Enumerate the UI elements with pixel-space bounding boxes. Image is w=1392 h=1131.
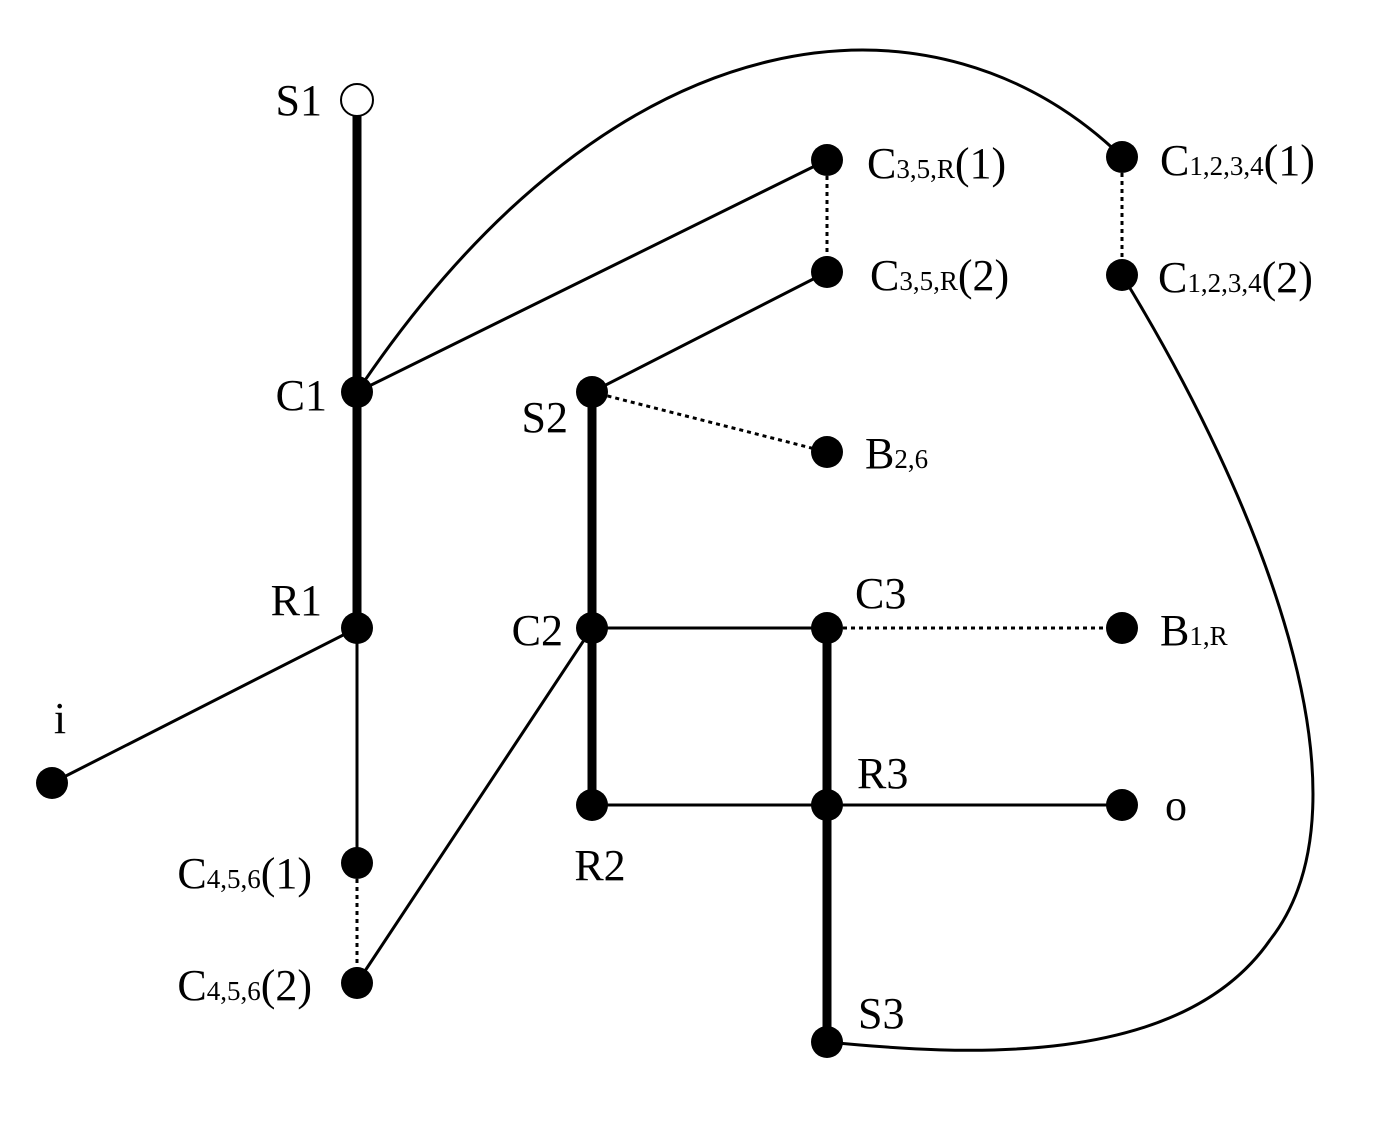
- edge-C1234_2-S3: [825, 273, 1315, 1052]
- edge-C1-C35R_1: [355, 158, 829, 394]
- label-C3: C3: [855, 569, 906, 618]
- label-S3: S3: [858, 989, 904, 1038]
- node-i: [36, 767, 68, 799]
- node-C35R_2: [811, 256, 843, 288]
- label-o: o: [1165, 781, 1187, 830]
- label-C1234_2: C1,2,3,4(2): [1158, 253, 1313, 302]
- label-i: i: [54, 694, 66, 743]
- edge-C2-C456_2: [355, 626, 594, 985]
- node-C456_1: [341, 847, 373, 879]
- node-C2: [576, 612, 608, 644]
- node-C1234_1: [1106, 141, 1138, 173]
- label-C1: C1: [276, 371, 327, 420]
- node-C35R_1: [811, 144, 843, 176]
- node-R3: [811, 789, 843, 821]
- node-R1: [341, 612, 373, 644]
- node-B26: [811, 436, 843, 468]
- label-B26: B2,6: [865, 429, 928, 478]
- label-C35R_2: C3,5,R(2): [870, 251, 1009, 300]
- node-C1: [341, 376, 373, 408]
- edge-layer: [50, 48, 1315, 1052]
- node-C1234_2: [1106, 259, 1138, 291]
- edge-S2-B26: [591, 390, 828, 454]
- node-S3: [811, 1026, 843, 1058]
- label-C456_1: C4,5,6(1): [177, 849, 312, 898]
- node-R2: [576, 789, 608, 821]
- node-S2: [576, 376, 608, 408]
- label-B1R: B1,R: [1160, 606, 1228, 655]
- label-S1: S1: [276, 76, 322, 125]
- label-S2: S2: [522, 393, 568, 442]
- node-S1: [340, 83, 374, 117]
- label-C2: C2: [512, 606, 563, 655]
- node-o: [1106, 789, 1138, 821]
- node-C456_2: [341, 967, 373, 999]
- node-B1R: [1106, 612, 1138, 644]
- node-layer: [36, 83, 1138, 1058]
- label-R1: R1: [271, 576, 322, 625]
- edge-R1-i: [50, 626, 359, 785]
- label-R3: R3: [857, 749, 908, 798]
- label-C1234_1: C1,2,3,4(1): [1160, 136, 1315, 185]
- label-C35R_1: C3,5,R(1): [867, 139, 1006, 188]
- edge-C1-C1234_1: [355, 48, 1124, 394]
- edge-C35R_2-S2: [590, 270, 829, 394]
- label-R2: R2: [574, 841, 625, 890]
- label-C456_2: C4,5,6(2): [177, 961, 312, 1010]
- node-C3: [811, 612, 843, 644]
